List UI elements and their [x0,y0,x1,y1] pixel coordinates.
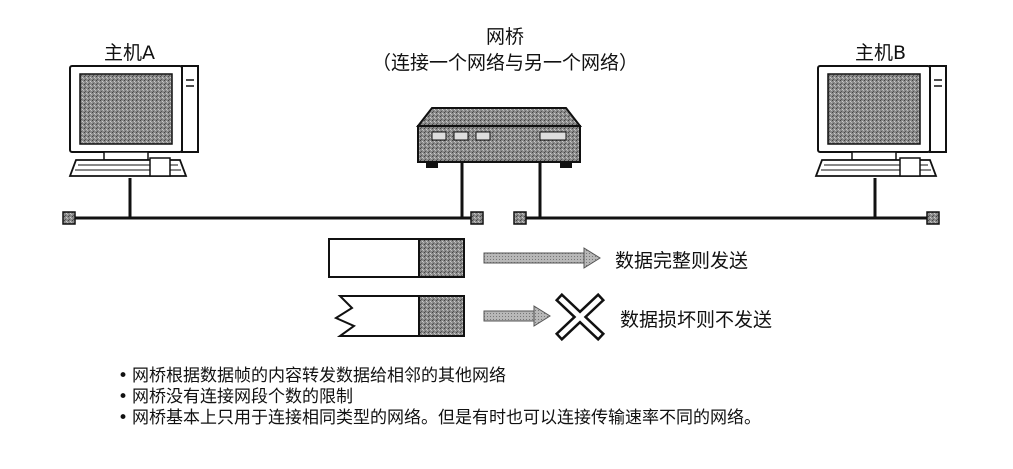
bridge-title: 网桥 [485,26,524,48]
computer-icon-host-b [814,65,947,218]
send-arrow-icon [483,247,601,269]
host-b-label: 主机B [855,42,907,64]
bridge-subtitle: （连接一个网络与另一个网络） [371,52,638,74]
terminator-icon [470,211,484,225]
computer-icon-host-a [68,65,199,218]
host-a-label: 主机A [104,42,155,64]
list-item: •网桥基本上只用于连接相同类型的网络。但是有时也可以连接传输速率不同的网络。 [118,408,761,428]
blocked-arrow-icon [483,305,551,327]
data-frame-damaged [333,295,465,337]
notes-list: •网桥根据数据帧的内容转发数据给相邻的其他网络 •网桥没有连接网段个数的限制 •… [118,366,761,429]
cross-icon [554,292,606,342]
list-item: •网桥没有连接网段个数的限制 [118,387,353,407]
terminator-icon [62,211,76,225]
terminator-icon [513,211,527,225]
frame-complete-label: 数据完整则发送 [615,250,749,272]
data-frame-complete [328,238,465,278]
terminator-icon [926,211,940,225]
bridge-device-icon [415,107,583,218]
frame-damaged-label: 数据损坏则不发送 [620,309,773,331]
list-item: •网桥根据数据帧的内容转发数据给相邻的其他网络 [118,366,506,386]
